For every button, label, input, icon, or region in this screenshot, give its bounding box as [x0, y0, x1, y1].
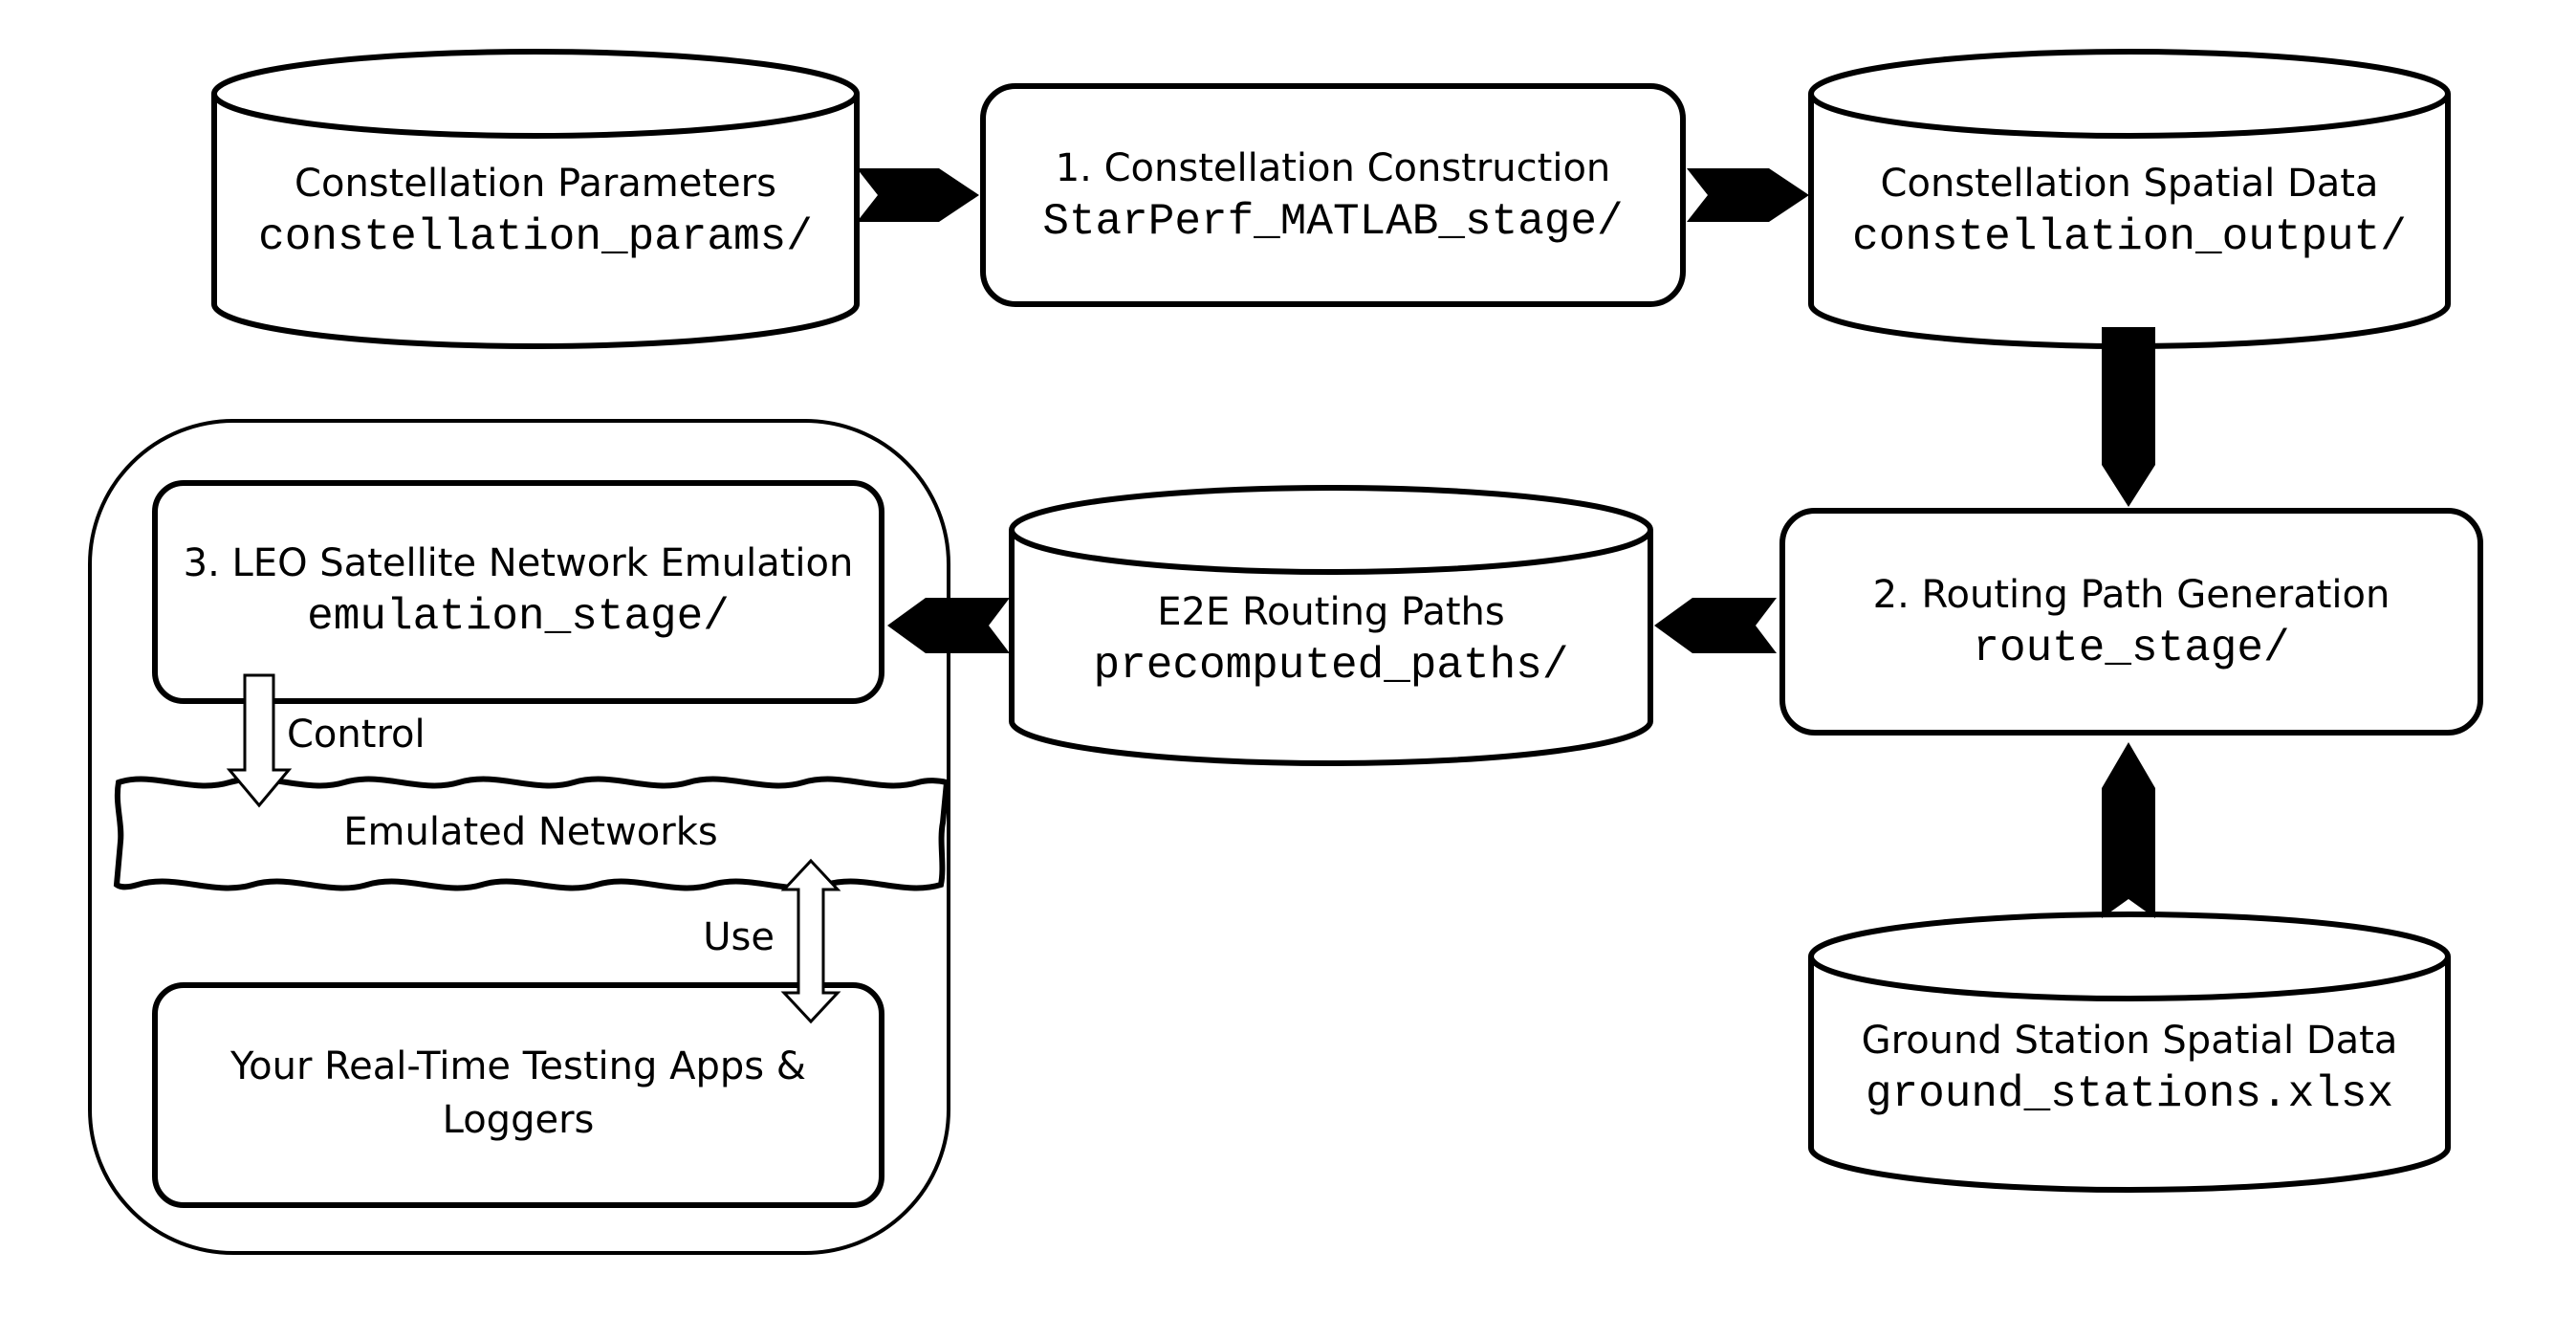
use-label: Use [703, 915, 775, 959]
arrow-paths-to-emulation [887, 598, 1010, 653]
apps-loggers-label: Your Real-Time Testing Apps & Loggers [155, 1040, 882, 1147]
emulated-networks-label: Emulated Networks [343, 810, 718, 854]
ground-stations-path: ground_stations.xlsx [1865, 1069, 2394, 1119]
routing-generation-title: 2. Routing Path Generation [1872, 573, 2390, 617]
emulation-path: emulation_stage/ [307, 592, 730, 642]
emulation-label: 3. LEO Satellite Network Emulation emula… [155, 537, 882, 644]
arrow-construction-to-spatial [1687, 168, 1809, 222]
box-apps-loggers [152, 982, 884, 1208]
use-arrow [780, 858, 841, 1024]
ground-stations-title: Ground Station Spatial Data [1861, 1019, 2398, 1063]
cylinder-constellation-spatial [1808, 49, 2451, 349]
routing-paths-title: E2E Routing Paths [1157, 590, 1505, 634]
constellation-spatial-label: Constellation Spatial Data constellation… [1811, 157, 2448, 264]
apps-loggers-line1: Your Real-Time Testing Apps & [230, 1044, 806, 1088]
emulated-networks-band [113, 776, 950, 891]
constellation-params-label: Constellation Parameters constellation_p… [214, 157, 857, 264]
routing-paths-path: precomputed_paths/ [1093, 641, 1569, 691]
box-emulation [152, 480, 884, 704]
cylinder-ground-stations [1808, 912, 2451, 1193]
emulation-title: 3. LEO Satellite Network Emulation [183, 541, 854, 585]
arrow-params-to-construction [857, 168, 979, 222]
constellation-construction-path: StarPerf_MATLAB_stage/ [1042, 197, 1624, 247]
constellation-spatial-path: constellation_output/ [1852, 212, 2407, 262]
constellation-spatial-title: Constellation Spatial Data [1880, 162, 2379, 206]
arrow-spatial-to-routing [2102, 327, 2155, 507]
control-arrow [226, 673, 293, 808]
control-label: Control [287, 713, 426, 757]
constellation-construction-title: 1. Constellation Construction [1055, 146, 1611, 190]
constellation-construction-label: 1. Constellation Construction StarPerf_M… [983, 142, 1683, 249]
apps-loggers-line2: Loggers [442, 1098, 595, 1142]
box-constellation-construction [980, 83, 1686, 307]
arrow-ground-to-routing [2102, 742, 2155, 918]
cylinder-constellation-params [211, 49, 860, 349]
ground-stations-label: Ground Station Spatial Data ground_stati… [1811, 1014, 2448, 1121]
arrow-generation-to-paths [1654, 598, 1777, 653]
routing-generation-label: 2. Routing Path Generation route_stage/ [1782, 568, 2480, 675]
box-routing-generation [1779, 508, 2483, 736]
constellation-params-title: Constellation Parameters [295, 162, 776, 206]
constellation-params-path: constellation_params/ [258, 212, 813, 262]
routing-paths-label: E2E Routing Paths precomputed_paths/ [1012, 585, 1650, 692]
routing-generation-path: route_stage/ [1973, 624, 2290, 673]
cylinder-routing-paths [1009, 485, 1653, 766]
